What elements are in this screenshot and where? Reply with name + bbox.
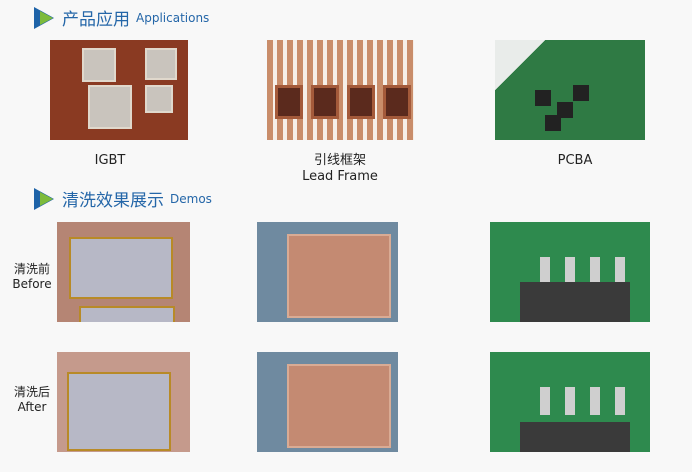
- lead-frame-label-zh: 引线框架: [313, 153, 366, 168]
- play-arrow-icon: [34, 6, 54, 29]
- applications-title-en: Applications: [136, 10, 210, 25]
- lead-frame-label: 引线框架 Lead Frame: [290, 153, 390, 185]
- igbt-before-image: [57, 222, 190, 322]
- applications-title-zh: 产品应用: [62, 10, 130, 30]
- lead-frame-after-image: [257, 352, 398, 452]
- demos-header: 清洗效果展示 Demos: [34, 186, 212, 211]
- after-label: 清洗后 After: [7, 385, 57, 415]
- pcba-image: [495, 40, 645, 140]
- after-label-zh: 清洗后: [13, 385, 50, 399]
- demos-title-en: Demos: [170, 191, 212, 206]
- demos-title-zh: 清洗效果展示: [62, 191, 164, 211]
- lead-frame-before-image: [257, 222, 398, 322]
- before-label: 清洗前 Before: [7, 262, 57, 292]
- lead-frame-label-en: Lead Frame: [302, 169, 378, 184]
- before-label-en: Before: [12, 277, 52, 291]
- before-label-zh: 清洗前: [13, 262, 50, 276]
- applications-header: 产品应用 Applications: [34, 5, 209, 30]
- play-arrow-icon: [34, 187, 54, 210]
- pcba-after-image: [490, 352, 650, 452]
- lead-frame-image: [267, 40, 414, 140]
- igbt-image: [50, 40, 188, 140]
- igbt-label: IGBT: [94, 153, 126, 168]
- pcba-before-image: [490, 222, 650, 322]
- igbt-after-image: [57, 352, 190, 452]
- after-label-en: After: [17, 400, 47, 414]
- pcba-label: PCBA: [557, 153, 593, 168]
